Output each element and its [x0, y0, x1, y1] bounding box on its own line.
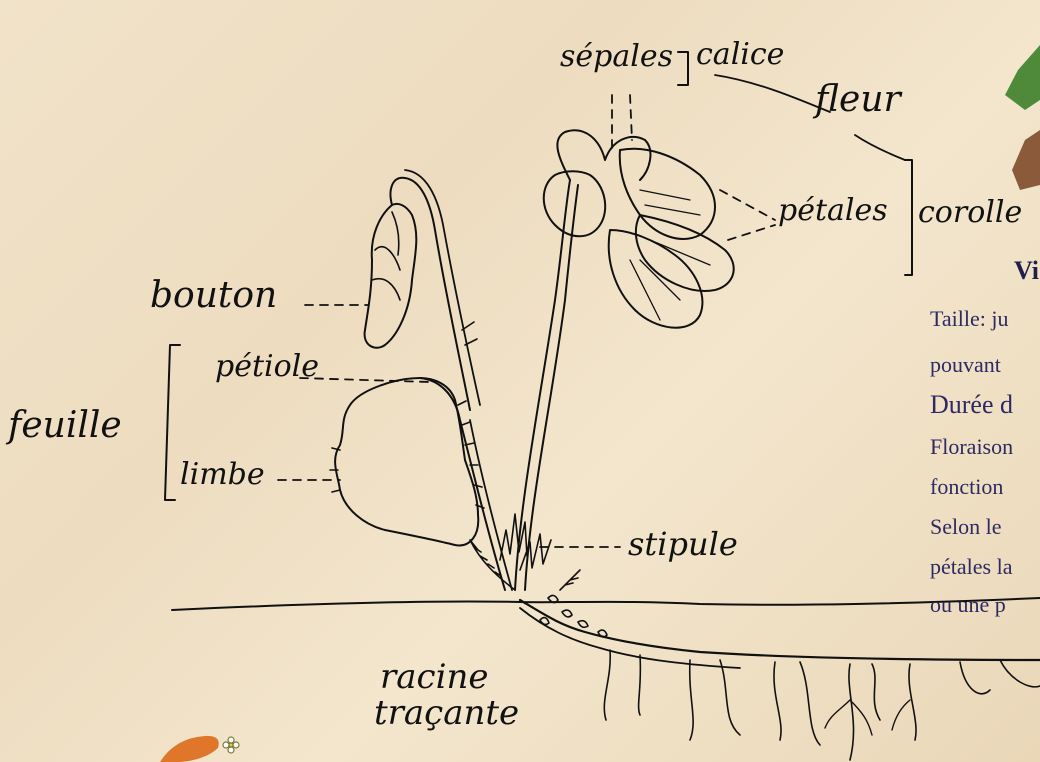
flower-side-petal [620, 149, 715, 239]
connector-fleur-corolle [855, 135, 905, 160]
ground-line [172, 598, 1040, 610]
label-petiole: pétiole [215, 352, 319, 382]
bud [365, 204, 417, 348]
label-bouton: bouton [150, 278, 277, 314]
label-racine-line2: traçante [374, 696, 519, 730]
sidebar-line-2: pouvant [930, 354, 1001, 376]
sidebar-line-5: fonction [930, 476, 1003, 498]
label-calice: calice [696, 40, 784, 70]
bud-stem [391, 178, 470, 410]
sidebar-line-6: Selon le [930, 516, 1002, 538]
label-feuille: feuille [8, 408, 122, 444]
label-fleur: fleur [815, 82, 901, 118]
label-stipule: stipule [628, 528, 738, 560]
leader-sepal-2 [630, 95, 632, 140]
leader-petale-2 [728, 225, 775, 240]
petiole [420, 378, 505, 590]
flower-upper-petals [544, 171, 605, 236]
label-sepales: sépales [560, 42, 673, 72]
roots [604, 650, 1040, 760]
sidebar-line-8: ou une p [930, 594, 1006, 616]
sidebar-line-4: Floraison [930, 436, 1013, 458]
bracket-feuille [165, 345, 180, 500]
connector-fleur-calice [715, 75, 830, 112]
flower-bottom-petal [609, 230, 703, 328]
flower-sepals [557, 130, 650, 180]
sidebar-line-7: pétales la [930, 556, 1012, 578]
leader-petale-1 [720, 190, 775, 220]
orange-seed-decoration [160, 736, 219, 762]
sidebar-line-1: Taille: ju [930, 308, 1009, 330]
label-racine-line1: racine [380, 660, 488, 694]
sidebar-title: Vi [1014, 258, 1039, 284]
label-petales: pétales [778, 196, 888, 226]
label-limbe: limbe [180, 460, 265, 490]
small-flower-icon [223, 737, 239, 753]
leaf-blade [335, 378, 478, 545]
green-leaf-decoration [1005, 45, 1040, 110]
bracket-calice [678, 52, 688, 85]
stipules [500, 514, 551, 570]
bracket-corolle [905, 160, 912, 275]
sidebar-line-3: Durée d [930, 392, 1013, 418]
label-corolle: corolle [918, 198, 1022, 228]
brown-bark-decoration [1012, 130, 1040, 190]
